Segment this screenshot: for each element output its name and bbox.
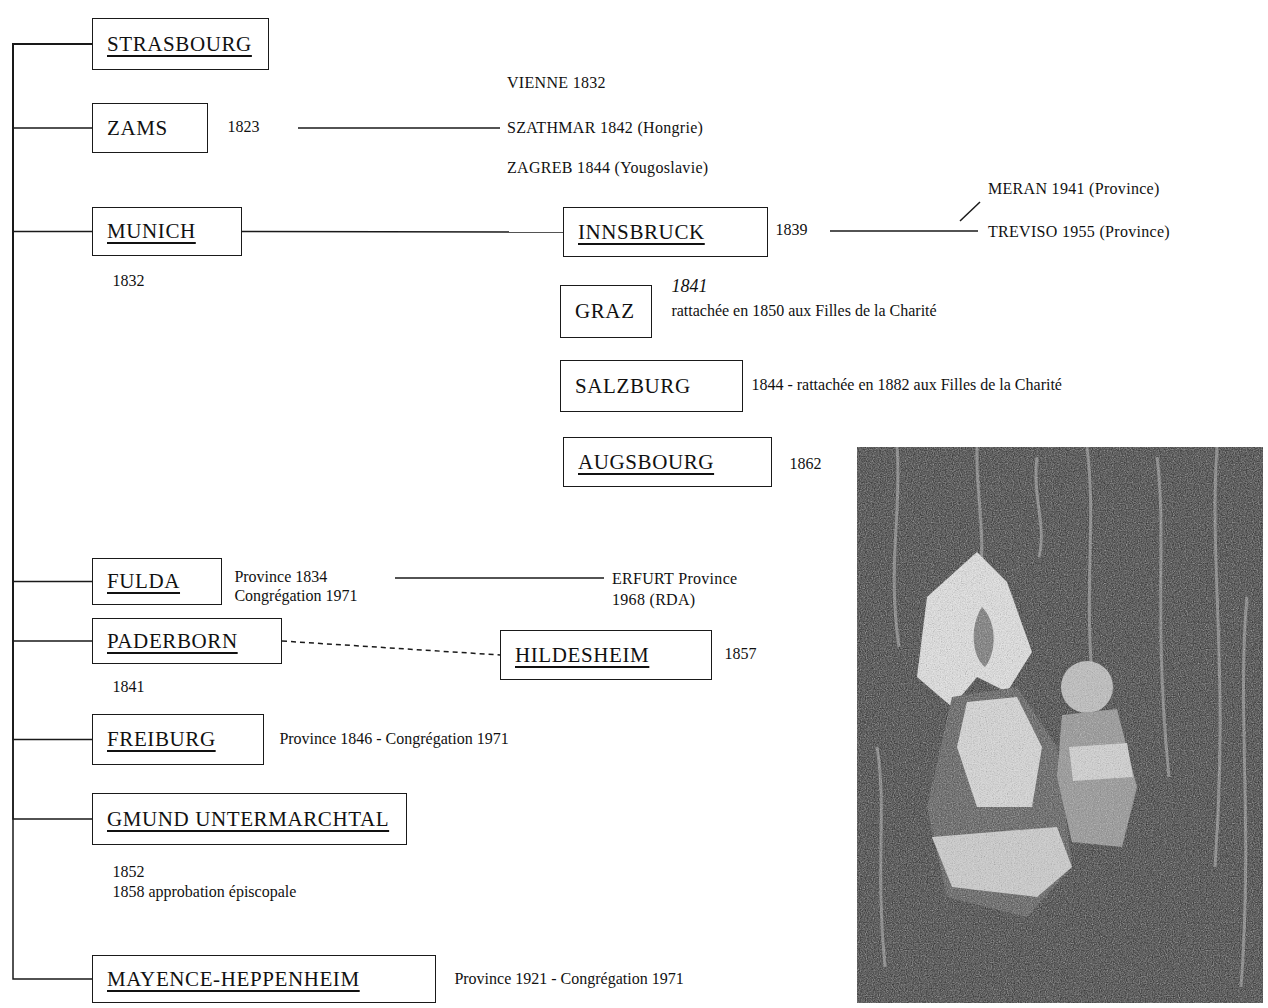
house-name: FREIBURG bbox=[107, 727, 216, 752]
date-note: 1841 bbox=[112, 677, 144, 696]
house-box: MUNICH1832 bbox=[92, 207, 242, 256]
place-label: ERFURT Province 1968 (RDA) bbox=[612, 568, 772, 610]
house-box: SALZBURG1844 - rattachée en 1882 aux Fil… bbox=[560, 360, 743, 412]
date-note: 1862 bbox=[789, 454, 821, 473]
date-note: 1857 bbox=[724, 644, 756, 663]
date-note: 1823 bbox=[227, 117, 259, 136]
house-box: GRAZ1841rattachée en 1850 aux Filles de … bbox=[560, 285, 652, 338]
connector-line bbox=[13, 44, 92, 641]
date-note: Province 1921 - Congrégation 1971 bbox=[454, 969, 683, 988]
connector-line bbox=[13, 44, 92, 232]
date-note: 1852 bbox=[112, 862, 144, 881]
house-box: FULDAProvince 1834 Congrégation 1971 bbox=[92, 558, 222, 605]
house-box: FREIBURGProvince 1846 - Congrégation 197… bbox=[92, 714, 264, 765]
house-name: AUGSBOURG bbox=[578, 450, 714, 475]
date-note: rattachée en 1850 aux Filles de la Chari… bbox=[671, 301, 936, 320]
connector-line bbox=[282, 641, 500, 655]
leader-line bbox=[960, 202, 980, 221]
house-name: ZAMS bbox=[107, 116, 168, 141]
connector-line bbox=[242, 231, 563, 233]
house-name: INNSBRUCK bbox=[578, 220, 705, 245]
house-name: STRASBOURG bbox=[107, 32, 252, 57]
house-box: INNSBRUCK1839 bbox=[563, 207, 768, 257]
house-box: AUGSBOURG1862 bbox=[563, 437, 772, 487]
connector-line bbox=[13, 44, 92, 740]
house-name: MUNICH bbox=[107, 219, 196, 244]
leader-line bbox=[298, 127, 500, 129]
leader-line bbox=[830, 230, 978, 232]
house-name: PADERBORN bbox=[107, 629, 238, 654]
place-label: VIENNE 1832 bbox=[507, 72, 606, 93]
connector-line bbox=[13, 44, 92, 128]
house-name: GRAZ bbox=[575, 299, 635, 324]
date-note: 1844 - rattachée en 1882 aux Filles de l… bbox=[751, 375, 1062, 394]
photo-illustration bbox=[857, 447, 1263, 1003]
house-name: FULDA bbox=[107, 569, 180, 594]
place-label: SZATHMAR 1842 (Hongrie) bbox=[507, 117, 703, 138]
place-label: MERAN 1941 (Province) bbox=[988, 178, 1160, 199]
date-note: Province 1846 - Congrégation 1971 bbox=[279, 729, 508, 748]
connector-line bbox=[13, 44, 92, 582]
house-name: SALZBURG bbox=[575, 374, 691, 399]
place-label: ZAGREB 1844 (Yougoslavie) bbox=[507, 157, 708, 178]
date-note: 1841 bbox=[671, 277, 707, 296]
place-label: TREVISO 1955 (Province) bbox=[988, 221, 1170, 242]
connector-line bbox=[13, 44, 92, 819]
leader-line bbox=[395, 577, 604, 579]
date-note: 1839 bbox=[775, 220, 807, 239]
date-note: Province 1834 Congrégation 1971 bbox=[234, 567, 384, 605]
house-box: MAYENCE-HEPPENHEIMProvince 1921 - Congré… bbox=[92, 955, 436, 1003]
connector-line bbox=[13, 44, 92, 979]
house-box: PADERBORN1841 bbox=[92, 618, 282, 664]
date-note: 1858 approbation épiscopale bbox=[112, 882, 296, 901]
house-box: STRASBOURG bbox=[92, 18, 269, 70]
house-name: MAYENCE-HEPPENHEIM bbox=[107, 967, 360, 992]
house-name: HILDESHEIM bbox=[515, 643, 649, 668]
house-box: ZAMS1823 bbox=[92, 103, 208, 153]
house-name: GMUND UNTERMARCHTAL bbox=[107, 807, 389, 832]
house-box: GMUND UNTERMARCHTAL18521858 approbation … bbox=[92, 793, 407, 845]
date-note: 1832 bbox=[112, 271, 144, 290]
house-box: HILDESHEIM1857 bbox=[500, 630, 712, 680]
